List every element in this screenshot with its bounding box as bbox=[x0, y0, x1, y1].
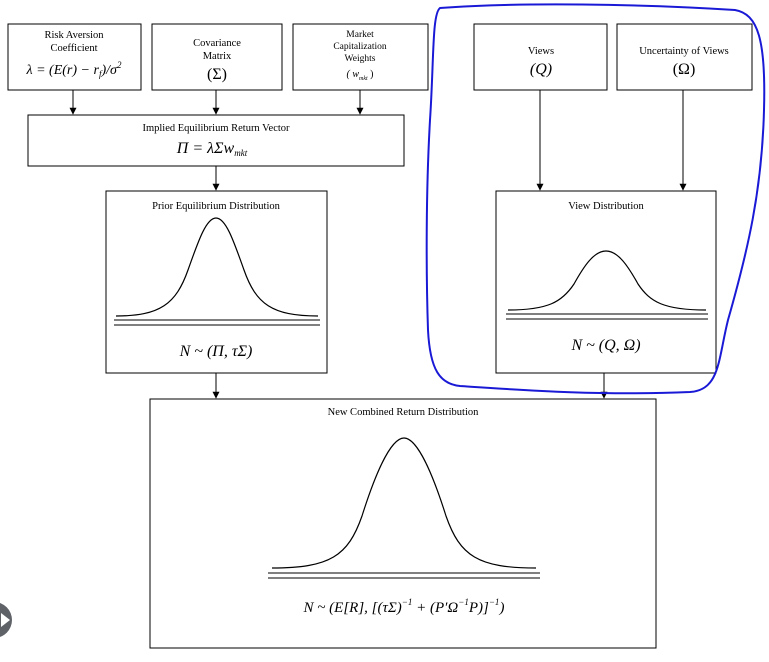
node-prior: Prior Equilibrium Distribution N ~ (Π, τ… bbox=[105, 190, 328, 374]
node-covariance: Covariance Matrix (Σ) bbox=[151, 23, 283, 91]
node-combined: New Combined Return Distribution N ~ (E[… bbox=[149, 398, 657, 649]
prior-label: Prior Equilibrium Distribution bbox=[152, 201, 280, 212]
node-implied-return: Implied Equilibrium Return Vector Π = λΣ… bbox=[27, 114, 405, 167]
risk-aversion-label-2: Coefficient bbox=[50, 43, 97, 54]
highlight-outline bbox=[425, 3, 766, 395]
view-dist-bell-curve bbox=[507, 250, 707, 311]
node-risk-aversion: Risk Aversion Coefficient λ = (E(r) − rf… bbox=[7, 23, 142, 91]
view-dist-formula: N ~ (Q, Ω) bbox=[570, 337, 640, 354]
risk-aversion-formula: λ = (E(r) − rf)/σ2 bbox=[26, 60, 122, 79]
node-market-cap: Market Capitalization Weights ( wmkt ) bbox=[292, 23, 429, 91]
covariance-label-1: Covariance bbox=[193, 38, 241, 49]
edges bbox=[69, 90, 687, 399]
views-label: Views bbox=[528, 46, 554, 57]
uncertainty-symbol: (Ω) bbox=[673, 61, 696, 78]
combined-bell-curve bbox=[271, 437, 537, 569]
market-cap-symbol: ( wmkt ) bbox=[346, 69, 373, 82]
implied-return-label: Implied Equilibrium Return Vector bbox=[142, 123, 290, 134]
view-dist-label: View Distribution bbox=[568, 201, 644, 212]
market-cap-label-3: Weights bbox=[345, 54, 376, 64]
play-icon[interactable] bbox=[0, 602, 12, 638]
market-cap-label-1: Market bbox=[346, 30, 374, 40]
combined-label: New Combined Return Distribution bbox=[328, 407, 480, 418]
covariance-symbol: (Σ) bbox=[207, 66, 227, 83]
risk-aversion-label-1: Risk Aversion bbox=[44, 30, 104, 41]
prior-bell-curve bbox=[115, 217, 319, 317]
covariance-label-2: Matrix bbox=[203, 51, 232, 62]
prior-formula: N ~ (Π, τΣ) bbox=[179, 343, 253, 360]
views-symbol: (Q) bbox=[530, 61, 552, 78]
node-views: Views (Q) bbox=[473, 23, 608, 91]
market-cap-label-2: Capitalization bbox=[333, 42, 387, 52]
node-uncertainty: Uncertainty of Views (Ω) bbox=[616, 23, 753, 91]
node-view-dist: View Distribution N ~ (Q, Ω) bbox=[495, 190, 717, 374]
combined-formula: N ~ (E[R], [(τΣ)−1 + (P′Ω−1P)]−1) bbox=[303, 597, 505, 616]
uncertainty-label: Uncertainty of Views bbox=[639, 46, 729, 57]
implied-return-formula: Π = λΣwmkt bbox=[176, 140, 248, 158]
